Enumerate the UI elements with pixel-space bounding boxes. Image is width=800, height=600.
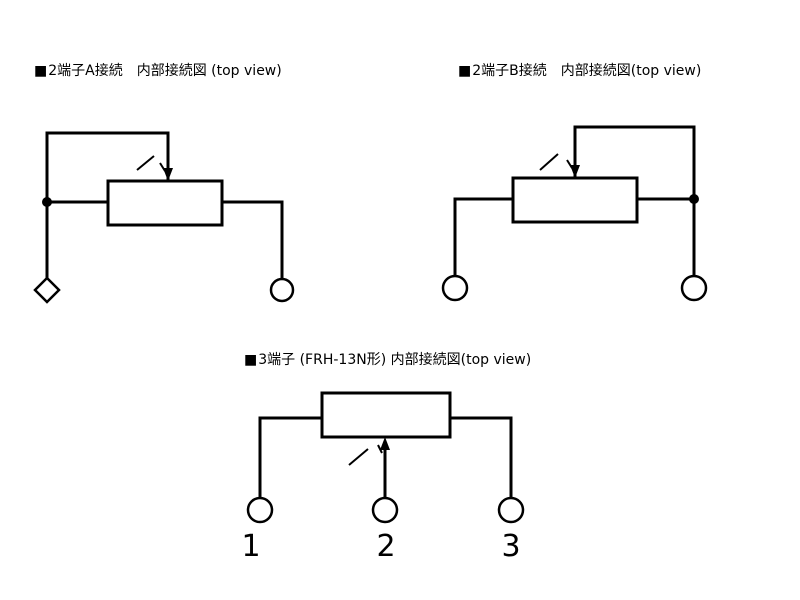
square-bullet-icon: ■ (458, 63, 472, 79)
right-terminal-icon (269, 277, 295, 303)
diagram-a-title: ■2端子A接続 内部接続図 (top view) (34, 62, 282, 80)
left-terminal-icon (441, 274, 469, 302)
diagram-c-title: ■3端子 (FRH-13N形) 内部接続図(top view) (244, 351, 531, 369)
right-lead-wire (222, 200, 284, 278)
wiper-loop-wire (45, 131, 170, 202)
pin-2-terminal-icon (371, 496, 399, 524)
diagram-b-title-text: 2端子B接続 内部接続図(top view) (472, 63, 702, 79)
wiper-loop-wire (573, 125, 696, 199)
resistor-body (106, 179, 224, 227)
right-terminal-icon (680, 274, 708, 302)
pin-1-label: 1 (241, 529, 260, 564)
diagram-b-title: ■2端子B接続 内部接続図(top view) (458, 62, 701, 80)
pin-3-wire (450, 416, 513, 498)
adjust-mark-icon (136, 155, 155, 171)
adjust-mark-tick (159, 162, 166, 172)
adjust-mark-tick (566, 159, 573, 169)
wiper-arrow-icon (163, 168, 173, 181)
diagram-a-title-text: 2端子A接続 内部接続図 (top view) (48, 63, 282, 79)
resistor-body (511, 176, 639, 224)
adjust-mark-tick (377, 444, 383, 454)
diagram-c-title-text: 3端子 (FRH-13N形) 内部接続図(top view) (258, 352, 532, 368)
left-terminal-icon (33, 276, 61, 304)
pin-3-label: 3 (501, 529, 520, 564)
diagram-c: 1 2 3 (241, 391, 525, 564)
left-lead-wire (453, 197, 513, 276)
pin-2-label: 2 (376, 529, 395, 564)
pin-1-terminal-icon (246, 496, 274, 524)
adjust-mark-icon (348, 448, 369, 466)
resistor-body (320, 391, 452, 439)
square-bullet-icon: ■ (244, 352, 258, 368)
square-bullet-icon: ■ (34, 63, 48, 79)
diagram-b (441, 125, 708, 302)
wiper-arrow-icon (380, 437, 390, 450)
pin-3-terminal-icon (497, 496, 525, 524)
wiper-arrow-icon (570, 165, 580, 178)
diagram-a (33, 131, 295, 304)
pin-1-wire (258, 416, 322, 498)
adjust-mark-icon (539, 153, 559, 171)
